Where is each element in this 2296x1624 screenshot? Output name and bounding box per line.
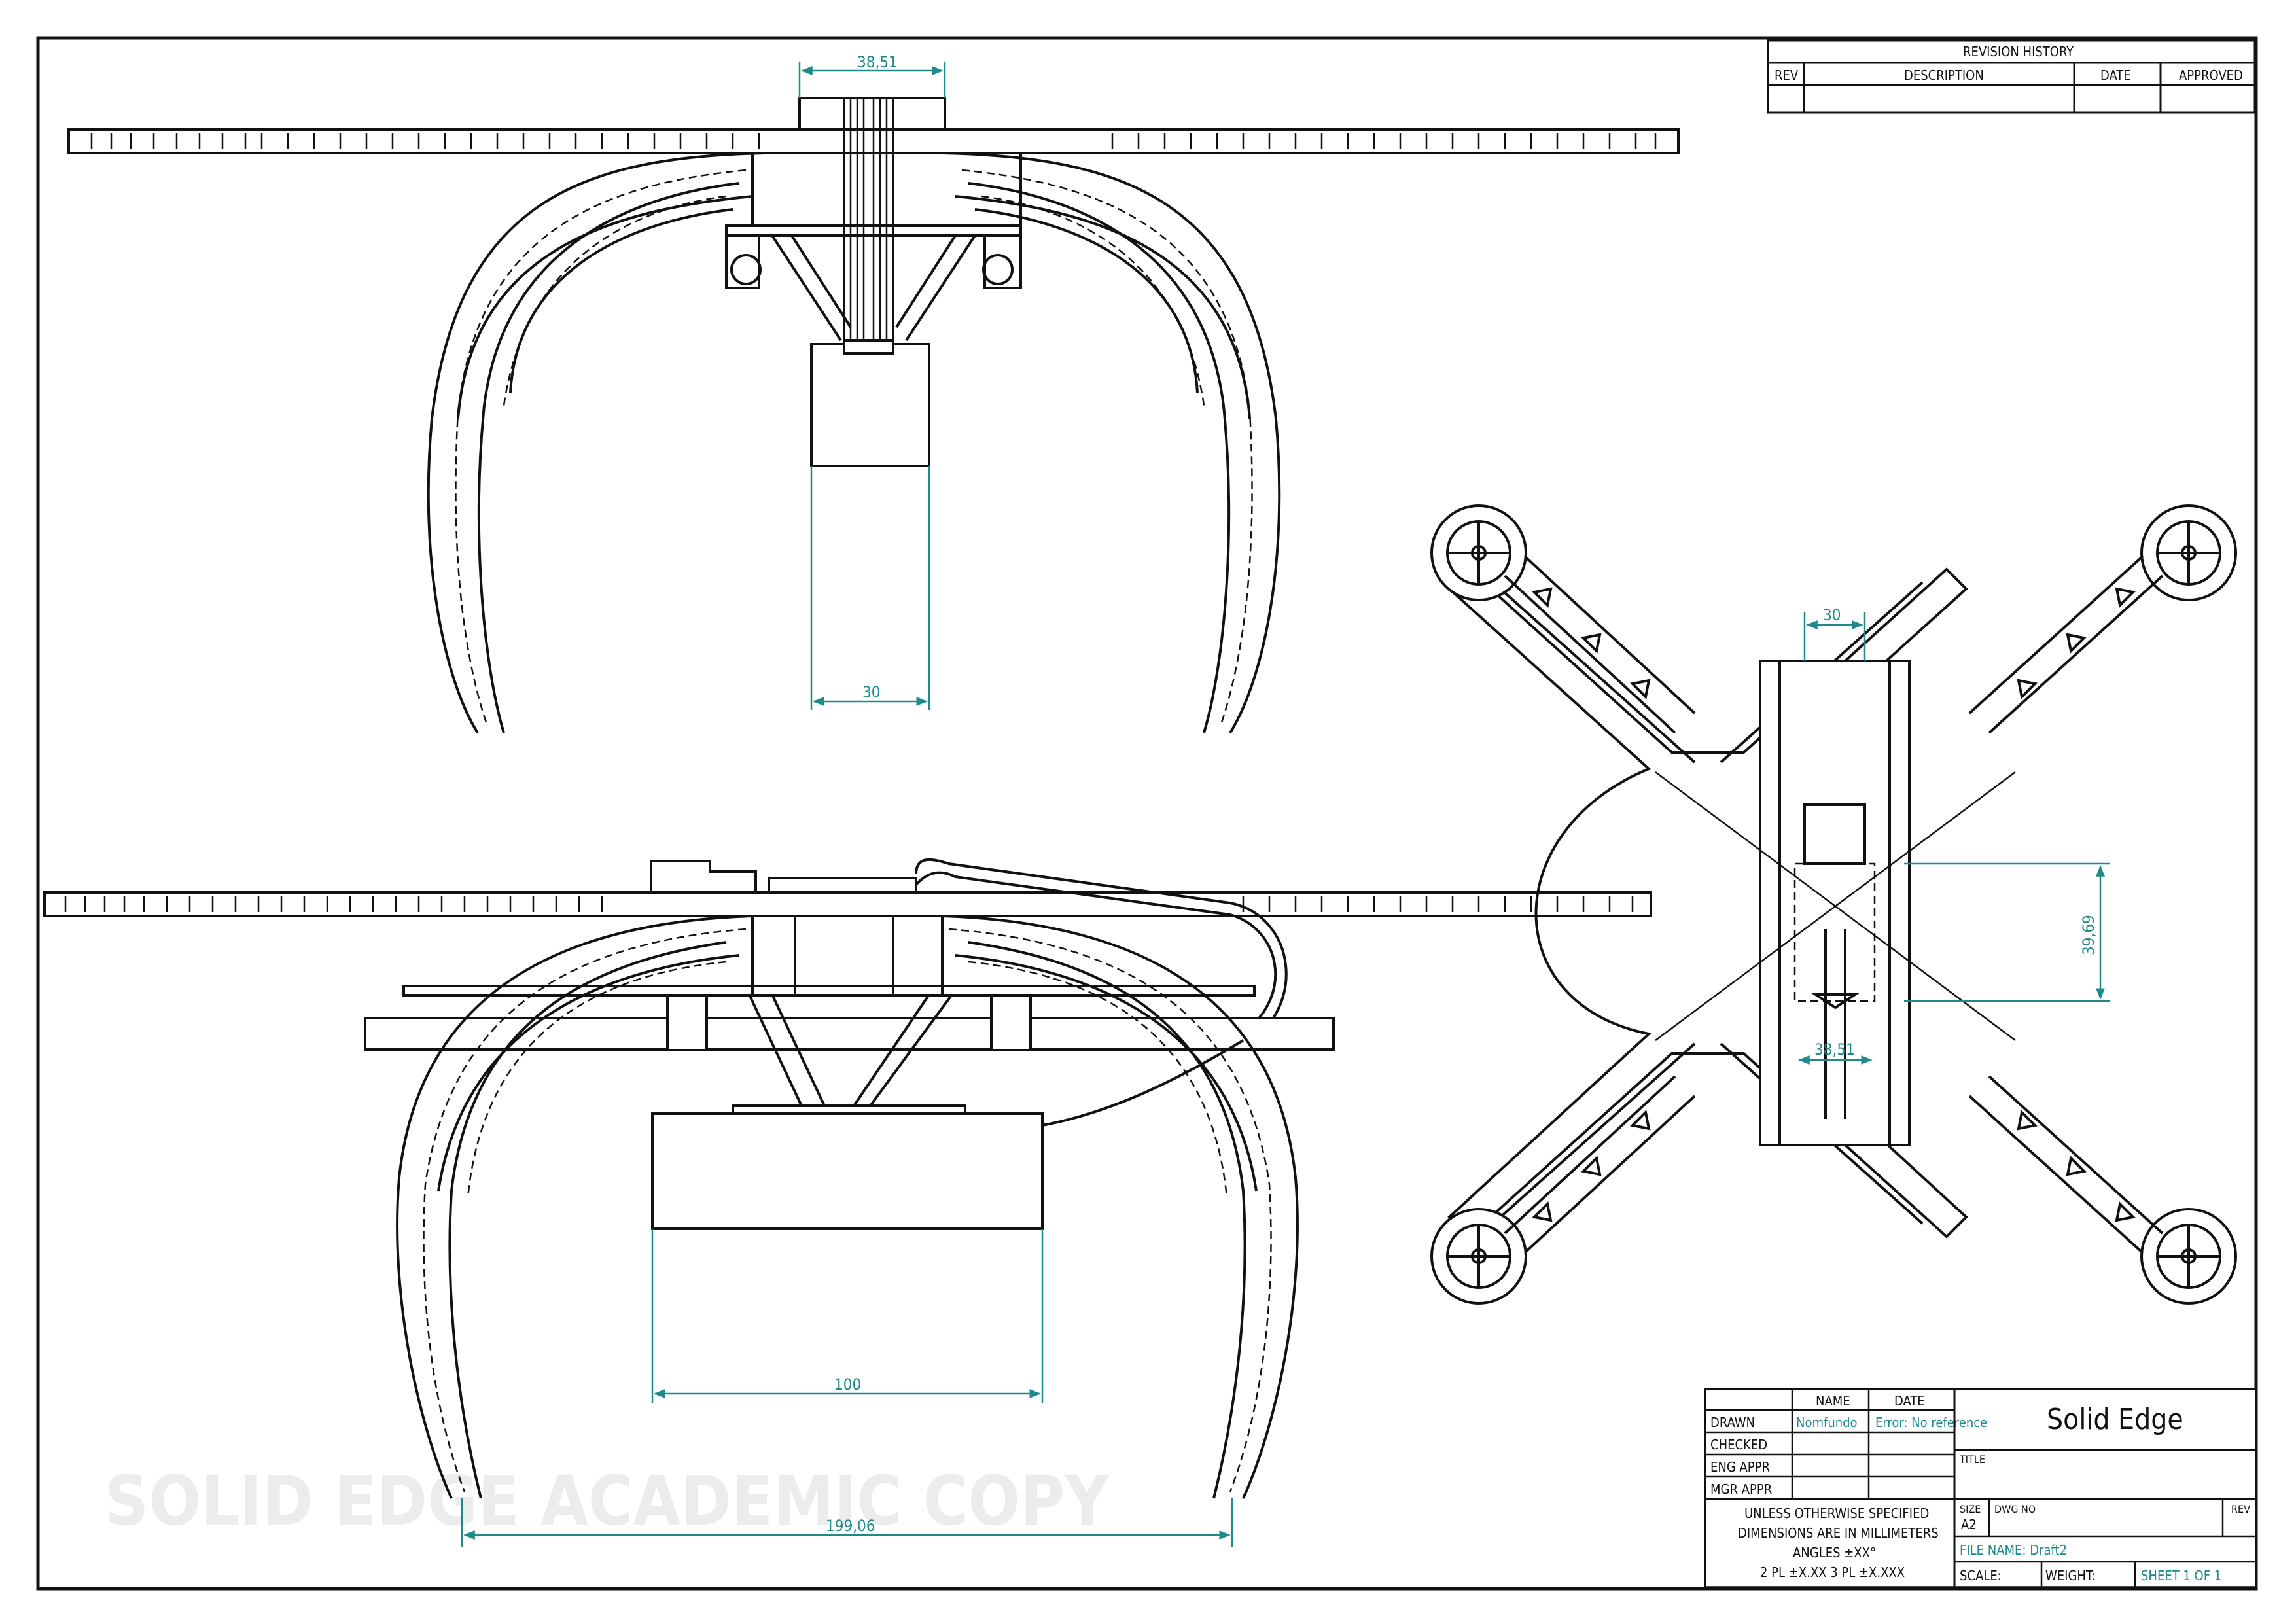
top-plate-ticks xyxy=(90,133,1657,149)
dim-plan-width: 30 xyxy=(1823,606,1841,624)
note-line-1: UNLESS OTHERWISE SPECIFIED xyxy=(1744,1506,1929,1521)
dim-front-span: 199,06 xyxy=(826,1517,875,1535)
row-name-drawn: Nomfundo xyxy=(1796,1415,1858,1430)
dwg-no-label: DWG NO xyxy=(1994,1503,2036,1515)
title-block: NAME DATE DRAWN Nomfundo Error: No refer… xyxy=(1704,1388,2257,1589)
front-left-arch xyxy=(396,915,753,1499)
front-battery-box xyxy=(651,1112,1044,1230)
title-block-col-name: NAME xyxy=(1816,1393,1850,1409)
sheet-number: SHEET 1 OF 1 xyxy=(2141,1568,2221,1583)
note-line-3: ANGLES ±XX° xyxy=(1793,1545,1876,1561)
motor-mount-bl xyxy=(1430,1208,1527,1305)
dim-front-box: 100 xyxy=(834,1375,861,1394)
rev-label: REV xyxy=(2231,1503,2250,1515)
dim-top-box: 30 xyxy=(862,683,880,701)
motor-mount-tl xyxy=(1430,504,1527,601)
plan-center-rails xyxy=(1759,660,1911,1146)
revision-col-description: DESCRIPTION xyxy=(1904,67,1984,83)
plan-view: 30 39,69 38,51 xyxy=(1430,504,2237,1305)
row-date-drawn: Error: No reference xyxy=(1875,1415,1987,1430)
front-plate-ticks xyxy=(64,896,1634,912)
row-label-checked: CHECKED xyxy=(1710,1437,1767,1453)
revision-col-approved: APPROVED xyxy=(2179,67,2243,83)
weight-label: WEIGHT: xyxy=(2045,1568,2096,1583)
watermark: SOLID EDGE ACADEMIC COPY xyxy=(105,1461,1110,1541)
company-name: Solid Edge xyxy=(2047,1403,2183,1436)
size-label: SIZE xyxy=(1960,1503,1981,1515)
row-label-mgr-appr: MGR APPR xyxy=(1710,1481,1772,1497)
top-battery-box xyxy=(810,343,930,467)
note-line-2: DIMENSIONS ARE IN MILLIMETERS xyxy=(1738,1525,1939,1541)
top-center-block xyxy=(798,97,946,131)
revision-history-table: REVISION HISTORY REV DESCRIPTION DATE AP… xyxy=(1767,39,2256,114)
drawing-border xyxy=(36,36,2258,1591)
top-elevation-view: 38,51 30 xyxy=(67,53,1680,734)
size-value: A2 xyxy=(1961,1517,1977,1532)
front-elevation-view: 100 199,06 xyxy=(43,858,1652,1547)
revision-col-date: DATE xyxy=(2100,67,2131,83)
front-right-arch xyxy=(942,915,1299,1499)
title-block-col-date: DATE xyxy=(1894,1393,1925,1409)
motor-mount-br xyxy=(2140,1208,2237,1305)
motor-mount-tr xyxy=(2140,504,2237,601)
scale-label: SCALE: xyxy=(1960,1568,2002,1583)
dim-plan-height: 39,69 xyxy=(2079,915,2098,955)
revision-history-title: REVISION HISTORY xyxy=(1963,44,2074,60)
file-name: FILE NAME: Draft2 xyxy=(1960,1542,2067,1558)
row-label-eng-appr: ENG APPR xyxy=(1710,1459,1770,1475)
title-label: TITLE xyxy=(1959,1453,1985,1466)
note-line-4: 2 PL ±X.XX 3 PL ±X.XXX xyxy=(1760,1564,1905,1580)
dim-top-width: 38,51 xyxy=(857,53,898,71)
row-label-drawn: DRAWN xyxy=(1710,1415,1755,1430)
top-left-arch xyxy=(427,152,766,734)
dim-plan-inner: 38,51 xyxy=(1814,1040,1855,1059)
front-plate xyxy=(43,891,1652,917)
top-right-arch xyxy=(942,152,1281,734)
revision-col-rev: REV xyxy=(1775,67,1799,83)
